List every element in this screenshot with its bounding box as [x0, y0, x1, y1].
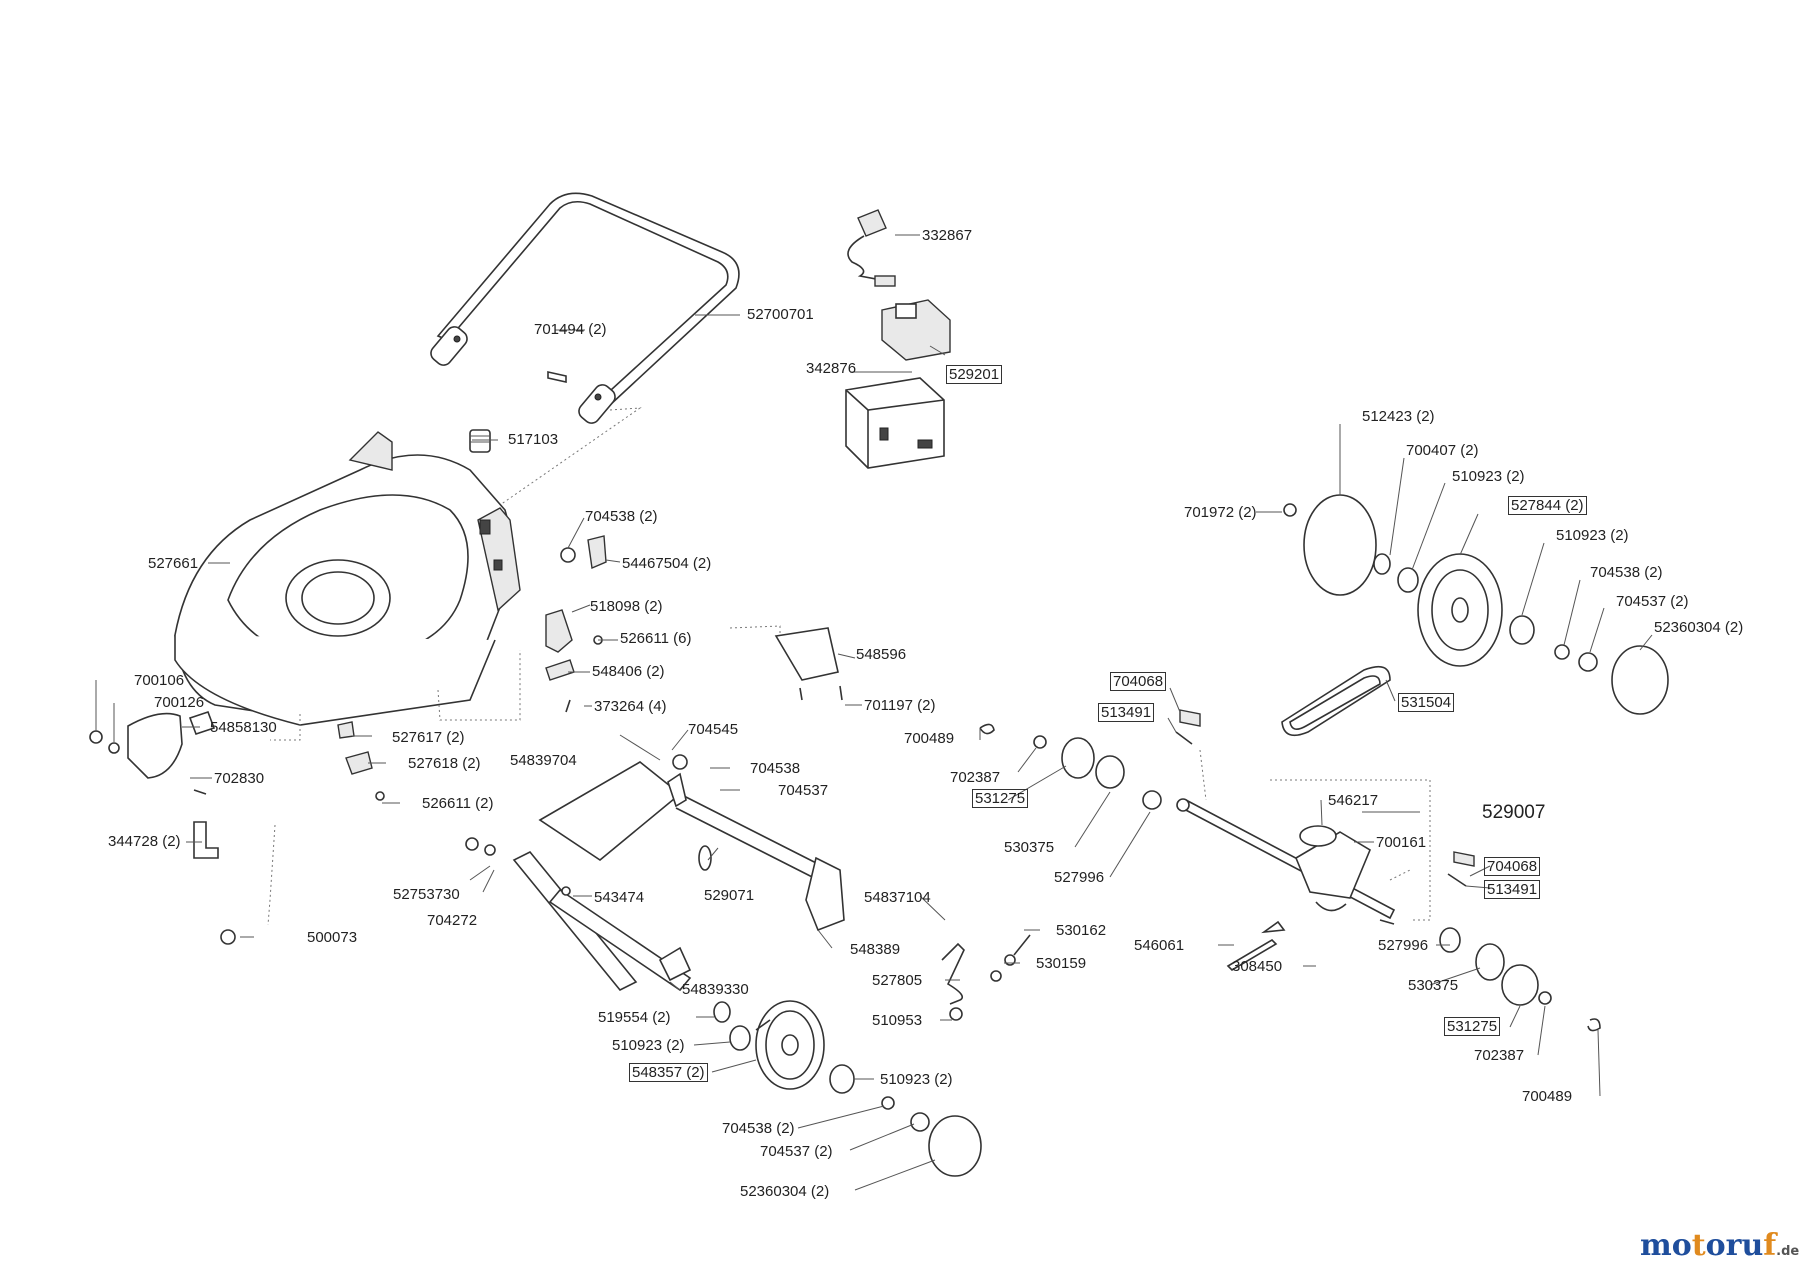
side-bracket-part	[774, 627, 843, 701]
mower-deck-part	[174, 431, 521, 726]
spring-part	[469, 429, 491, 453]
part-label-531275-b: 531275	[1444, 1017, 1501, 1036]
part-label-700126: 700126	[154, 694, 205, 711]
part-label-513491-a: 513491	[1098, 703, 1155, 722]
part-label-548357: 548357 (2)	[629, 1063, 708, 1082]
part-label-546217: 546217	[1328, 792, 1379, 809]
gearbox-part	[1176, 798, 1601, 1032]
part-label-527996-a: 527996	[1054, 869, 1105, 886]
part-label-526611-2: 526611 (2)	[422, 795, 494, 812]
brand-logo[interactable]: motoruf.de	[1640, 1228, 1799, 1263]
part-label-700489-a: 700489	[904, 730, 955, 747]
part-label-704068-a: 704068	[1110, 672, 1167, 691]
part-label-530162: 530162	[1056, 922, 1107, 939]
part-label-52753730: 52753730	[393, 886, 460, 903]
part-label-700161: 700161	[1376, 834, 1427, 851]
part-label-529007: 529007	[1482, 802, 1546, 823]
part-label-527844: 527844 (2)	[1508, 496, 1587, 515]
leader-lines	[95, 234, 1653, 1191]
rear-wheel-part	[1283, 494, 1669, 715]
part-label-531275-a: 531275	[972, 789, 1029, 808]
part-label-500073: 500073	[307, 929, 358, 946]
part-label-702830: 702830	[214, 770, 265, 787]
part-label-700407: 700407 (2)	[1406, 442, 1479, 459]
part-label-512423: 512423 (2)	[1362, 408, 1435, 425]
logo-part-1: mo	[1640, 1228, 1692, 1263]
battery-connector-part	[881, 299, 951, 361]
part-label-530375-b: 530375	[1408, 977, 1459, 994]
logo-part-3: oru	[1705, 1228, 1764, 1263]
height-lever-part	[941, 934, 1031, 1021]
part-label-530375-a: 530375	[1004, 839, 1055, 856]
part-label-704538-b: 704538	[750, 760, 801, 777]
part-label-54839704: 54839704	[510, 752, 577, 769]
part-label-531504: 531504	[1398, 693, 1455, 712]
deck-small-parts	[89, 535, 607, 945]
part-label-702387-b: 702387	[1474, 1047, 1525, 1064]
part-label-518098: 518098 (2)	[590, 598, 663, 615]
part-label-342876: 342876	[806, 360, 857, 377]
part-label-704538-c: 704538 (2)	[722, 1120, 795, 1137]
part-label-529201: 529201	[946, 365, 1003, 384]
charger-part	[847, 209, 896, 287]
part-label-510923-b: 510923 (2)	[880, 1071, 953, 1088]
logo-part-4: f	[1763, 1228, 1777, 1263]
part-label-513491-b: 513491	[1484, 880, 1541, 899]
battery-part	[845, 377, 945, 469]
part-label-704538-a: 704538 (2)	[585, 508, 658, 525]
part-label-701494: 701494 (2)	[534, 321, 607, 338]
part-label-527996-b: 527996	[1378, 937, 1429, 954]
part-label-510923-a: 510923 (2)	[612, 1037, 685, 1054]
part-label-527661: 527661	[148, 555, 199, 572]
part-label-52700701: 52700701	[747, 306, 814, 323]
handle-part	[430, 192, 740, 424]
part-label-526611-6: 526611 (6)	[620, 630, 692, 647]
part-label-701972: 701972 (2)	[1184, 504, 1257, 521]
part-label-530159: 530159	[1036, 955, 1087, 972]
left-drive-parts	[979, 709, 1475, 887]
part-label-548406: 548406 (2)	[592, 663, 665, 680]
part-label-700106: 700106	[134, 672, 185, 689]
part-label-54858130: 54858130	[210, 719, 277, 736]
part-label-704272: 704272	[427, 912, 478, 929]
part-label-702387-a: 702387	[950, 769, 1001, 786]
part-label-704545: 704545	[688, 721, 739, 738]
part-label-543474: 543474	[594, 889, 645, 906]
drive-belt-part	[1281, 665, 1391, 737]
front-axle-part	[465, 754, 845, 992]
part-label-704068-b: 704068	[1484, 857, 1541, 876]
logo-suffix: .de	[1776, 1244, 1800, 1259]
part-label-517103: 517103	[508, 431, 559, 448]
part-label-527805: 527805	[872, 972, 923, 989]
part-label-510923-c: 510923 (2)	[1452, 468, 1525, 485]
part-label-54467504: 54467504 (2)	[622, 555, 712, 572]
front-wheel-part	[713, 1000, 982, 1177]
part-label-519554: 519554 (2)	[598, 1009, 671, 1026]
part-label-704537-a: 704537	[778, 782, 829, 799]
part-label-52360304-b: 52360304 (2)	[1654, 619, 1744, 636]
part-label-546061: 546061	[1134, 937, 1185, 954]
part-label-344728: 344728 (2)	[108, 833, 181, 850]
part-label-332867: 332867	[922, 227, 973, 244]
part-label-527618: 527618 (2)	[408, 755, 481, 772]
logo-part-2: t	[1691, 1228, 1706, 1263]
part-label-701197: 701197 (2)	[864, 697, 936, 714]
part-label-704537-c: 704537 (2)	[1616, 593, 1689, 610]
part-label-704537-b: 704537 (2)	[760, 1143, 833, 1160]
part-label-527617: 527617 (2)	[392, 729, 465, 746]
part-label-373264: 373264 (4)	[594, 698, 667, 715]
part-label-54837104: 54837104	[864, 889, 931, 906]
part-label-510953: 510953	[872, 1012, 923, 1029]
part-label-510923-d: 510923 (2)	[1556, 527, 1629, 544]
part-label-704538-d: 704538 (2)	[1590, 564, 1663, 581]
part-label-548389: 548389	[850, 941, 901, 958]
part-label-700489-b: 700489	[1522, 1088, 1573, 1105]
part-label-548596: 548596	[856, 646, 907, 663]
part-label-529071: 529071	[704, 887, 755, 904]
part-label-52360304-a: 52360304 (2)	[740, 1183, 830, 1200]
part-label-308450: 308450	[1232, 958, 1283, 975]
part-label-54839330: 54839330	[682, 981, 749, 998]
